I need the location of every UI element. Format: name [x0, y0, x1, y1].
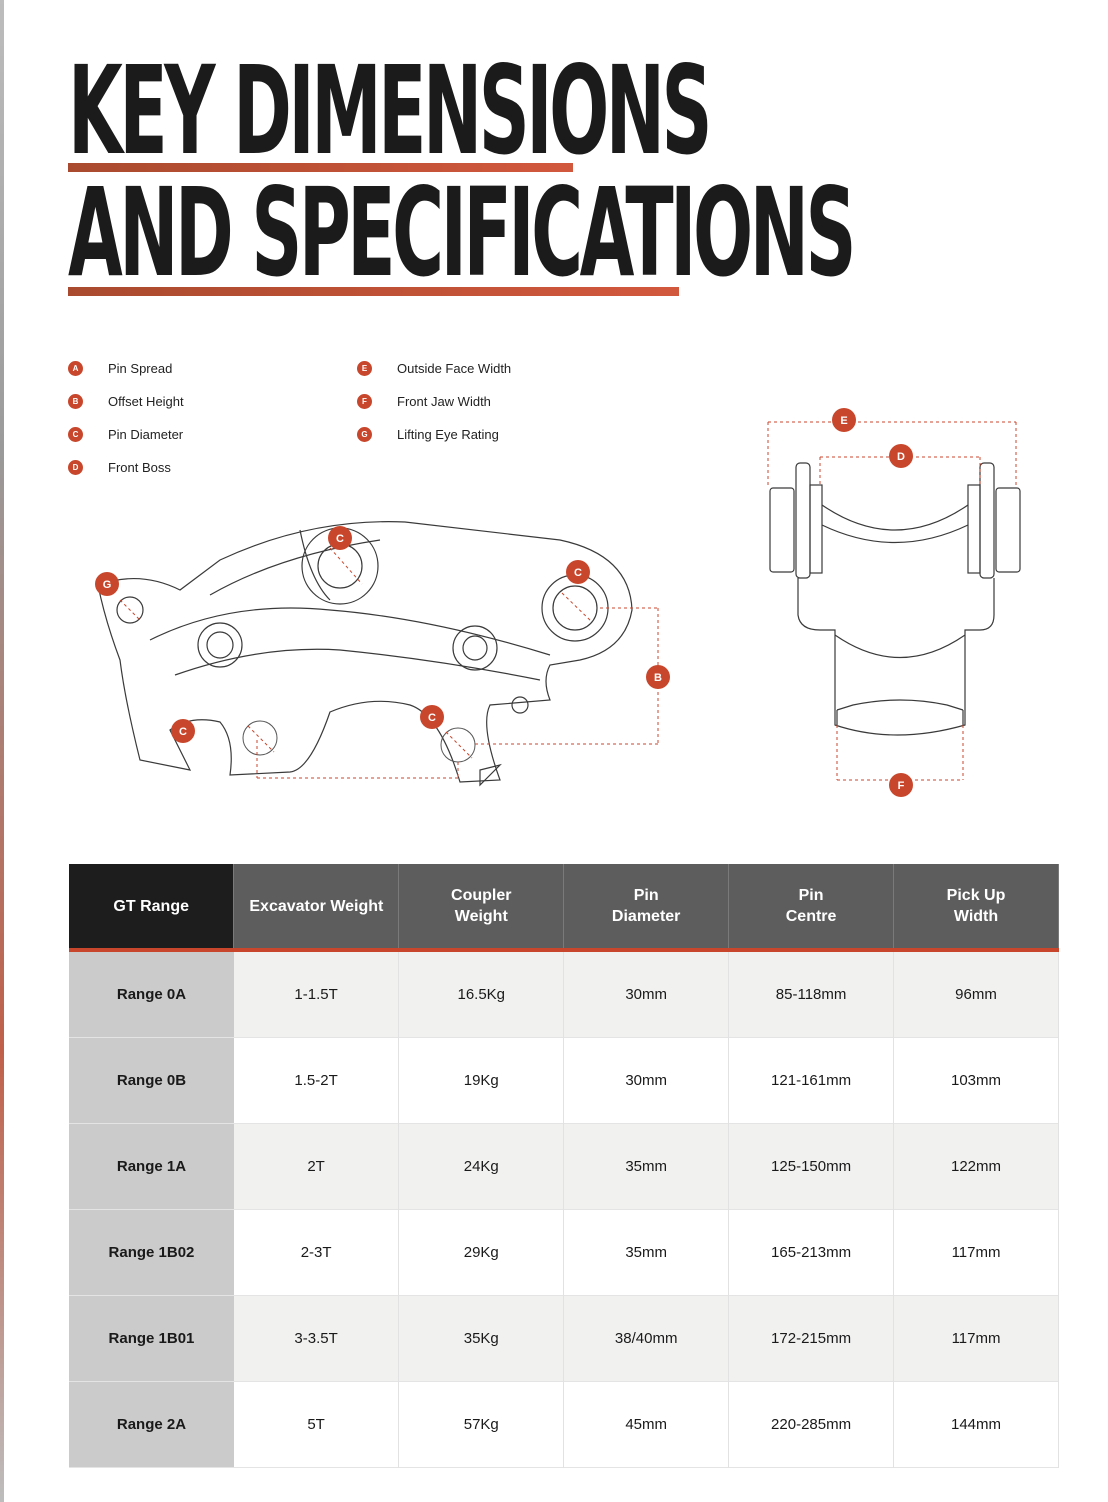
cell-pin-centre: 165-213mm — [728, 1209, 895, 1296]
marker-c-right: C — [574, 567, 582, 579]
side-view-markers: G C C C C B — [95, 526, 670, 743]
marker-c-top: C — [336, 533, 344, 545]
page-title-line1: KEY DIMENSIONS — [68, 40, 712, 182]
legend-label: Offset Height — [108, 394, 184, 409]
cell-coupler-weight: 57Kg — [398, 1381, 565, 1468]
coupler-front-view-diagram: E D F — [767, 408, 1021, 797]
legend-label: Lifting Eye Rating — [397, 427, 499, 442]
legend-label: Pin Diameter — [108, 427, 184, 442]
legend-badge-b: B — [68, 394, 83, 409]
cell-coupler-weight: 24Kg — [398, 1123, 565, 1210]
legend-label: Front Boss — [108, 460, 171, 475]
coupler-side-view-diagram: G C C C C B — [95, 521, 670, 787]
cell-pin-centre: 125-150mm — [728, 1123, 895, 1210]
cell-range: Range 2A — [69, 1381, 234, 1468]
cell-pin-diameter: 45mm — [563, 1381, 730, 1468]
table-row: Range 1A 2T 24Kg 35mm 125-150mm 122mm — [69, 1123, 1059, 1210]
title-underline-2 — [68, 287, 679, 296]
marker-c-front: C — [428, 712, 436, 724]
front-view-markers: E D F — [832, 408, 913, 797]
cell-excavator-weight: 1.5-2T — [233, 1037, 400, 1124]
legend-badge-c: C — [68, 427, 83, 442]
legend-badge-e: E — [357, 361, 372, 376]
marker-c-rear: C — [179, 726, 187, 738]
page-title-line2: AND SPECIFICATIONS — [68, 162, 856, 304]
cell-excavator-weight: 5T — [233, 1381, 400, 1468]
marker-d: D — [897, 451, 905, 463]
legend-badge-f: F — [357, 394, 372, 409]
marker-g: G — [103, 579, 112, 591]
cell-range: Range 0A — [69, 950, 234, 1038]
cell-pin-diameter: 35mm — [563, 1123, 730, 1210]
marker-f: F — [898, 780, 905, 792]
cell-range: Range 1B01 — [69, 1295, 234, 1382]
cell-coupler-weight: 16.5Kg — [398, 950, 565, 1038]
cell-pin-centre: 121-161mm — [728, 1037, 895, 1124]
legend-badge-g: G — [357, 427, 372, 442]
cell-excavator-weight: 2-3T — [233, 1209, 400, 1296]
cell-pick-up-width: 117mm — [893, 1295, 1059, 1382]
legend-label: Pin Spread — [108, 361, 173, 376]
title-underline-1 — [68, 163, 573, 172]
cell-pick-up-width: 103mm — [893, 1037, 1059, 1124]
front-dimension-lines — [767, 421, 1017, 781]
marker-e: E — [840, 415, 847, 427]
cell-coupler-weight: 29Kg — [398, 1209, 565, 1296]
cell-excavator-weight: 1-1.5T — [233, 950, 400, 1038]
cell-range: Range 1B02 — [69, 1209, 234, 1296]
cell-range: Range 0B — [69, 1037, 234, 1124]
cell-pin-diameter: 38/40mm — [563, 1295, 730, 1382]
cell-pin-diameter: 35mm — [563, 1209, 730, 1296]
cell-pin-centre: 172-215mm — [728, 1295, 895, 1382]
header-excavator-weight: Excavator Weight — [233, 864, 400, 952]
cell-pin-diameter: 30mm — [563, 950, 730, 1038]
cell-coupler-weight: 19Kg — [398, 1037, 565, 1124]
cell-pick-up-width: 96mm — [893, 950, 1059, 1038]
pin-circles-bottom — [242, 720, 476, 763]
cell-pin-centre: 220-285mm — [728, 1381, 895, 1468]
page-edge-strip — [0, 0, 4, 1502]
coupler-side-outline — [97, 521, 633, 787]
cell-pin-diameter: 30mm — [563, 1037, 730, 1124]
legend-badge-a: A — [68, 361, 83, 376]
cell-excavator-weight: 2T — [233, 1123, 400, 1210]
header-gt-range: GT Range — [69, 864, 235, 952]
table-row: Range 2A 5T 57Kg 45mm 220-285mm 144mm — [69, 1381, 1059, 1468]
cell-pick-up-width: 122mm — [893, 1123, 1059, 1210]
cell-excavator-weight: 3-3.5T — [233, 1295, 400, 1382]
legend-badge-d: D — [68, 460, 83, 475]
cell-pick-up-width: 144mm — [893, 1381, 1059, 1468]
legend-label: Outside Face Width — [397, 361, 512, 376]
cell-pin-centre: 85-118mm — [728, 950, 895, 1038]
table-row: Range 1B02 2-3T 29Kg 35mm 165-213mm 117m… — [69, 1209, 1059, 1296]
table-row: Range 0A 1-1.5T 16.5Kg 30mm 85-118mm 96m… — [69, 950, 1059, 1038]
table-row: Range 0B 1.5-2T 19Kg 30mm 121-161mm 103m… — [69, 1037, 1059, 1124]
cell-range: Range 1A — [69, 1123, 234, 1210]
cell-coupler-weight: 35Kg — [398, 1295, 565, 1382]
legend-label: Front Jaw Width — [397, 394, 491, 409]
coupler-front-outline — [769, 462, 1021, 736]
cell-pick-up-width: 117mm — [893, 1209, 1059, 1296]
marker-b: B — [654, 672, 662, 684]
table-row: Range 1B01 3-3.5T 35Kg 38/40mm 172-215mm… — [69, 1295, 1059, 1382]
